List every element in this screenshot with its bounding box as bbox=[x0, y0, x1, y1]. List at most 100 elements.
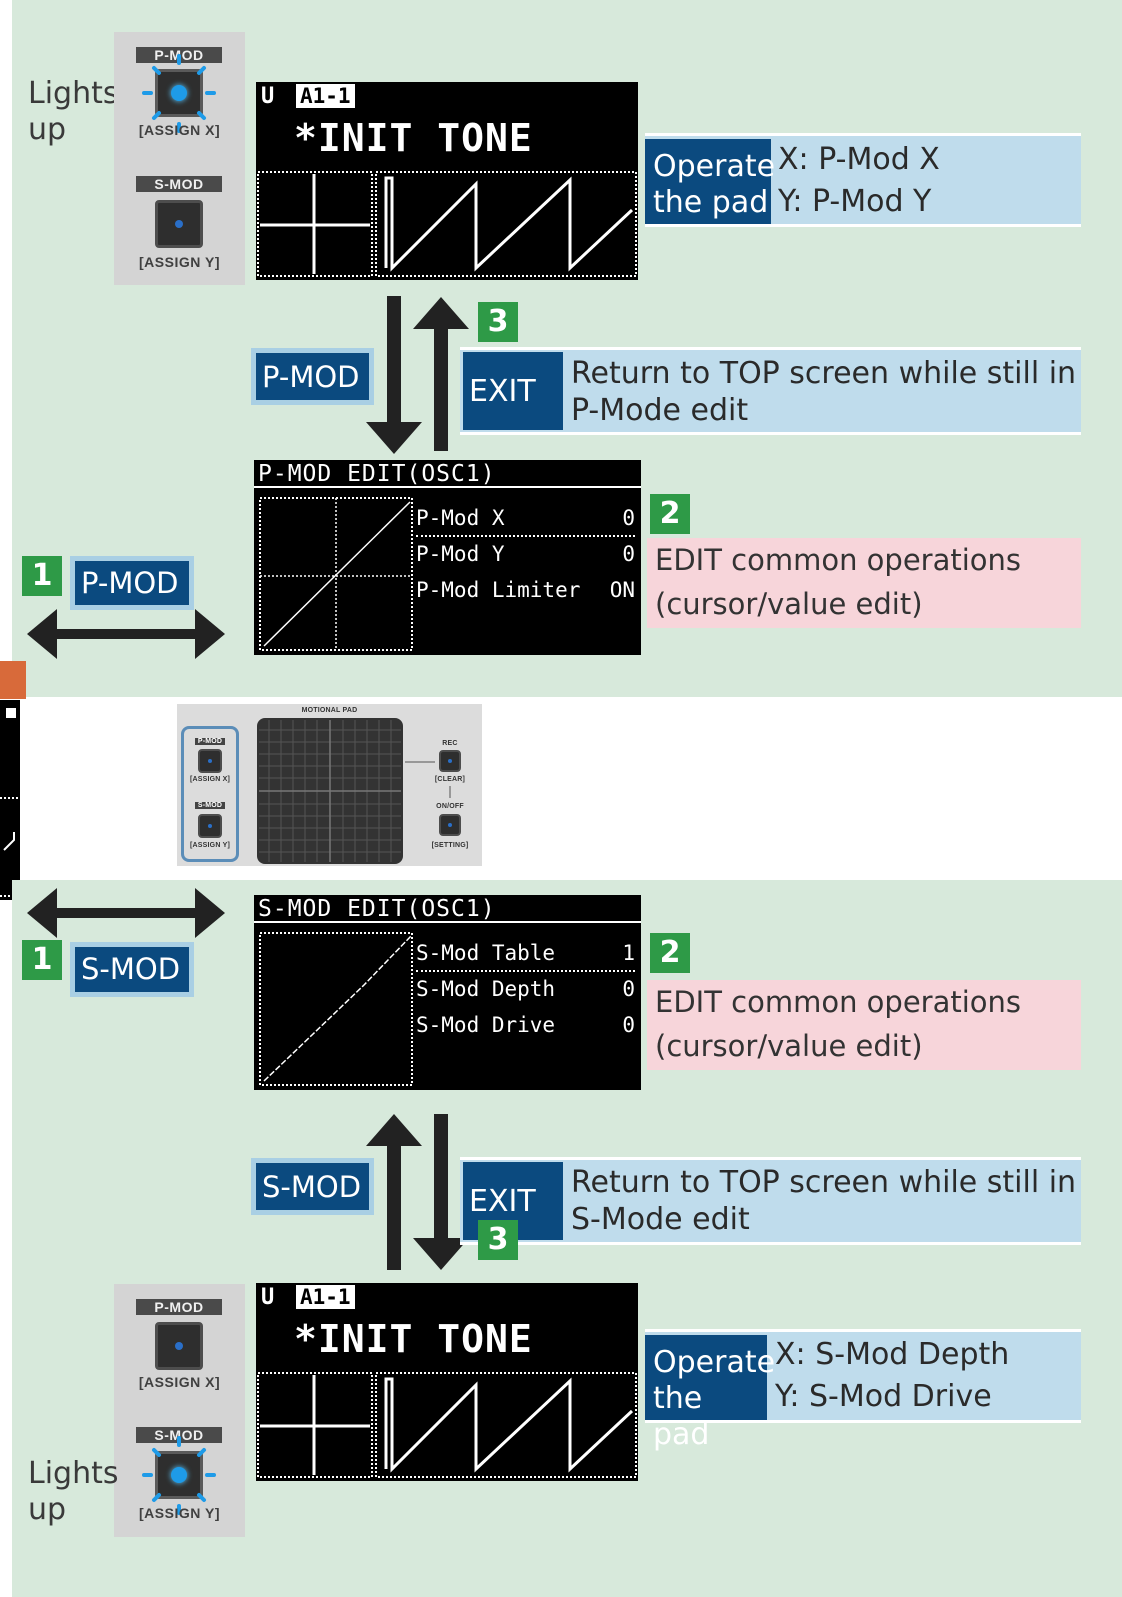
lights-up-line1: Lights bbox=[28, 76, 119, 111]
s-mod-button[interactable] bbox=[155, 200, 203, 248]
s-mod-edit-title: S-MOD EDIT(OSC1) bbox=[254, 895, 641, 923]
exit-label-p: EXIT bbox=[463, 352, 563, 430]
led-icon bbox=[448, 759, 452, 763]
operate-pad-label-s: Operate the pad bbox=[645, 1335, 776, 1452]
param-p-mod-y[interactable]: P-Mod Y 0 bbox=[416, 537, 635, 571]
param-s-mod-table[interactable]: S-Mod Table 1 bbox=[416, 936, 635, 972]
mini-assign-y: [ASSIGN Y] bbox=[190, 842, 230, 849]
operate-line1: Operate bbox=[653, 149, 776, 184]
lights-up-line2: up bbox=[28, 1492, 67, 1527]
p-mod-button[interactable] bbox=[155, 1322, 203, 1370]
led-icon bbox=[448, 823, 452, 827]
sawtooth-graph-icon bbox=[257, 1372, 637, 1478]
step-2-s: 2 bbox=[650, 933, 690, 973]
step-1-s: 1 bbox=[22, 940, 62, 980]
edit-common-box-s: EDIT common operations (cursor/value edi… bbox=[647, 980, 1081, 1070]
led-icon bbox=[171, 1467, 187, 1483]
screen-fragment-icon bbox=[0, 708, 20, 897]
return-line2: P-Mode edit bbox=[571, 393, 749, 428]
step-3-p: 3 bbox=[478, 302, 518, 342]
p-mod-y-desc: Y: P-Mod Y bbox=[778, 184, 932, 219]
param-value: ON bbox=[609, 578, 635, 602]
patch-number: A1-1 bbox=[296, 1285, 355, 1309]
p-mod-x-desc: X: P-Mod X bbox=[778, 142, 940, 177]
tone-name: *INIT TONE bbox=[294, 116, 533, 160]
s-mod-x-desc: X: S-Mod Depth bbox=[775, 1337, 1010, 1372]
operate-line2: the pad bbox=[653, 185, 769, 220]
clear-label: [CLEAR] bbox=[434, 776, 466, 783]
param-value: 0 bbox=[622, 977, 635, 1001]
edit-common-box-p: EDIT common operations (cursor/value edi… bbox=[647, 538, 1081, 628]
mod-button-panel-bottom: P-MOD [ASSIGN X] S-MOD [ASSIGN Y] bbox=[114, 1284, 245, 1537]
motional-pad-grid-icon[interactable] bbox=[257, 718, 403, 864]
p-mod-edit-title: P-MOD EDIT(OSC1) bbox=[254, 460, 641, 488]
rec-button[interactable] bbox=[439, 750, 461, 772]
side-screen-fragment bbox=[0, 700, 20, 900]
double-arrow-icon bbox=[27, 888, 225, 938]
lights-up-line2: up bbox=[28, 112, 67, 147]
rec-label: REC bbox=[442, 740, 458, 747]
param-name: S-Mod Table bbox=[416, 941, 556, 965]
mini-p-mod-button[interactable] bbox=[198, 749, 222, 773]
operate-line1: Operate bbox=[653, 1345, 776, 1380]
lights-up-rays-icon bbox=[142, 1436, 216, 1515]
top-screen-p-mod: U A1-1 *INIT TONE bbox=[256, 82, 638, 280]
up-arrow-icon bbox=[413, 297, 469, 451]
setting-label: [SETTING] bbox=[431, 842, 469, 849]
led-icon bbox=[208, 824, 212, 828]
s-mod-tag-step1: S-MOD bbox=[70, 942, 194, 997]
on-off-button[interactable] bbox=[439, 814, 461, 836]
led-icon bbox=[171, 85, 187, 101]
p-mod-tag-top: P-MOD bbox=[251, 348, 374, 405]
param-name: P-Mod Y bbox=[416, 542, 505, 566]
mod-buttons-highlight bbox=[181, 726, 239, 862]
mod-button-panel-top: P-MOD [ASSIGN X] S-MOD [ASSIGN Y] bbox=[114, 32, 245, 285]
edit-common-line1: EDIT common operations bbox=[655, 985, 1022, 1019]
assign-y-label: [ASSIGN Y] bbox=[139, 254, 220, 270]
return-desc-p: Return to TOP screen while still in P-Mo… bbox=[571, 355, 1076, 429]
orange-side-tab bbox=[0, 661, 26, 699]
return-box-p bbox=[460, 347, 1081, 435]
s-mod-y-desc: Y: S-Mod Drive bbox=[775, 1379, 992, 1414]
operate-pad-desc-p: X: P-Mod X Y: P-Mod Y bbox=[778, 139, 940, 223]
param-name: P-Mod Limiter bbox=[416, 578, 581, 602]
param-name: P-Mod X bbox=[416, 506, 505, 530]
param-s-mod-depth[interactable]: S-Mod Depth 0 bbox=[416, 972, 635, 1006]
diagonal-graph-icon bbox=[259, 497, 413, 651]
s-mod-button-lit[interactable] bbox=[155, 1451, 203, 1499]
param-value: 0 bbox=[622, 1013, 635, 1037]
s-mod-panel-label: S-MOD bbox=[136, 1427, 222, 1443]
param-name: S-Mod Drive bbox=[416, 1013, 556, 1037]
assign-x-label: [ASSIGN X] bbox=[138, 122, 221, 138]
connector-lines-icon bbox=[405, 761, 451, 798]
edit-common-line1: EDIT common operations bbox=[655, 543, 1022, 577]
step-3-s: 3 bbox=[478, 1220, 518, 1260]
diagonal-graph-icon bbox=[259, 932, 413, 1086]
motional-pad-panel: MOTIONAL PAD P-MOD [ASSIGN X] S-MOD [ASS… bbox=[177, 704, 482, 866]
down-arrow-icon bbox=[366, 296, 422, 454]
s-mod-panel-label: S-MOD bbox=[136, 176, 222, 192]
param-p-mod-limiter[interactable]: P-Mod Limiter ON bbox=[416, 573, 635, 607]
lights-up-rays-icon bbox=[142, 54, 216, 133]
sawtooth-graph-icon bbox=[257, 171, 637, 277]
param-s-mod-drive[interactable]: S-Mod Drive 0 bbox=[416, 1008, 635, 1042]
mini-s-mod-button[interactable] bbox=[198, 814, 222, 838]
edit-common-line2: (cursor/value edit) bbox=[655, 587, 923, 621]
step-1-p: 1 bbox=[22, 556, 62, 596]
mode-indicator: U bbox=[261, 1285, 275, 1310]
led-icon bbox=[208, 759, 212, 763]
param-value: 1 bbox=[622, 941, 635, 965]
return-line1: Return to TOP screen while still in bbox=[571, 356, 1077, 391]
edit-common-line2: (cursor/value edit) bbox=[655, 1029, 923, 1063]
tone-name: *INIT TONE bbox=[294, 1317, 533, 1361]
mini-p-mod-label: P-MOD bbox=[195, 738, 225, 745]
param-name: S-Mod Depth bbox=[416, 977, 556, 1001]
param-value: 0 bbox=[622, 506, 635, 530]
p-mod-button-lit[interactable] bbox=[155, 69, 203, 117]
operate-pad-desc-s: X: S-Mod Depth Y: S-Mod Drive bbox=[775, 1334, 1009, 1418]
motional-pad-title: MOTIONAL PAD bbox=[301, 707, 358, 714]
mini-s-mod-label: S-MOD bbox=[195, 802, 225, 809]
top-screen-s-mod: U A1-1 *INIT TONE bbox=[256, 1283, 638, 1481]
param-p-mod-x[interactable]: P-Mod X 0 bbox=[416, 501, 635, 537]
led-icon bbox=[175, 1342, 183, 1350]
